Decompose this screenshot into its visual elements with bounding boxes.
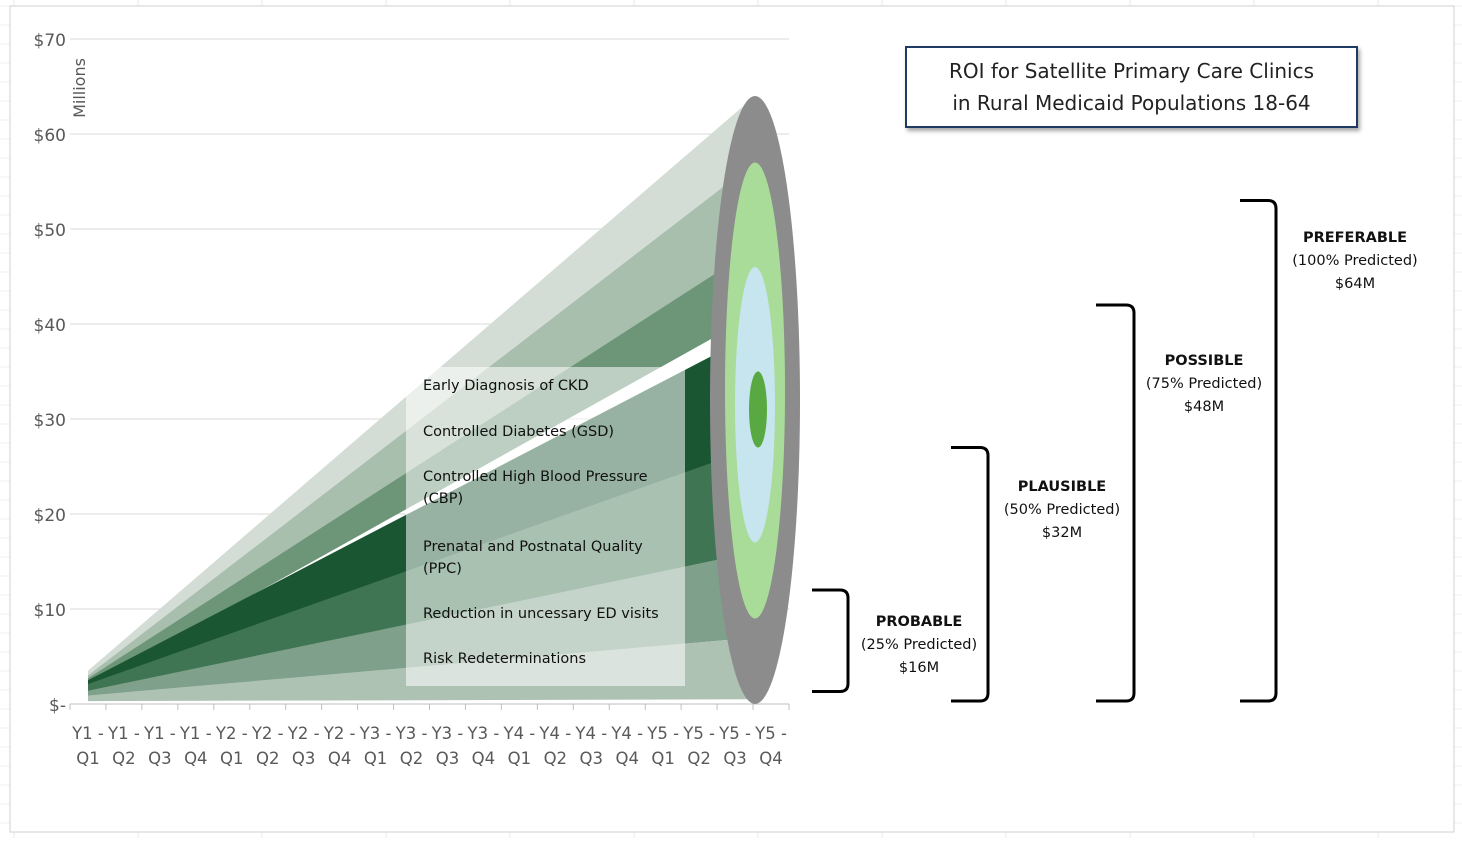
x-tick-label: Q1 [508,749,532,768]
y-tick-label: $10 [34,601,66,621]
x-tick-label: Y2 - [323,724,356,743]
x-tick-label: Y3 - [395,724,428,743]
x-tick-label: Q2 [112,749,136,768]
scenario-name: POSSIBLE [1164,353,1244,369]
x-tick-label: Y3 - [431,724,464,743]
x-tick-label: Y4 - [538,724,571,743]
x-tick-label: Q1 [364,749,388,768]
x-tick-label: Y5 - [682,724,715,743]
scenario-name: PROBABLE [875,614,963,630]
y-tick-label: $- [49,696,66,716]
x-tick-label: Q2 [256,749,280,768]
x-tick-label: Y1 - [143,724,176,743]
x-tick-label: Q3 [148,749,172,768]
x-tick-label: Q3 [292,749,316,768]
scenario-amount: $48M [1183,399,1225,415]
x-tick-label: Q4 [759,749,783,768]
target-ring [749,371,767,448]
scenario-name: PLAUSIBLE [1017,479,1107,495]
legend: Early Diagnosis of CKD Controlled Diabet… [406,367,685,686]
y-tick-label: $30 [34,411,66,431]
chart-title-line-2: in Rural Medicaid Populations 18-64 [952,91,1311,115]
legend-item-ed-visits: Reduction in uncessary ED visits [423,606,659,622]
legend-item-prenatal: Prenatal and Postnatal Quality (PPC) [423,539,643,577]
x-tick-label: Y3 - [359,724,392,743]
x-tick-label: Y2 - [251,724,284,743]
x-tick-label: Q2 [400,749,424,768]
scenario-amount: $32M [1041,525,1083,541]
chart-title: ROI for Satellite Primary Care Clinics i… [905,46,1358,128]
x-tick-label: Y3 - [467,724,500,743]
x-tick-label: Q3 [580,749,604,768]
x-tick-label: Y1 - [71,724,104,743]
scenario-bracket [812,588,850,693]
x-tick-label: Y4 - [574,724,607,743]
y-axis-title: Millions [70,58,89,118]
scenario-percent: (100% Predicted) [1292,253,1418,269]
x-tick-label: Q4 [184,749,208,768]
scenario-bracket [951,446,990,703]
scenario-probable: PROBABLE (25% Predicted) $16M [844,611,994,680]
y-tick-label: $40 [34,316,66,336]
x-tick-label: Q1 [76,749,100,768]
x-tick-label: Y1 - [107,724,140,743]
scenario-percent: (25% Predicted) [860,637,978,653]
legend-item-blood-pressure: Controlled High Blood Pressure (CBP) [423,469,648,507]
scenario-amount: $64M [1334,276,1376,292]
x-tick-label: Y4 - [502,724,535,743]
x-tick-label: Y1 - [179,724,212,743]
scenario-preferable: PREFERABLE (100% Predicted) $64M [1280,227,1430,296]
scenario-possible: POSSIBLE (75% Predicted) $48M [1129,350,1279,419]
x-tick-label: Q3 [436,749,460,768]
scenario-amount: $16M [898,660,940,676]
scenario-bracket [1240,199,1278,703]
x-tick-label: Y2 - [287,724,320,743]
x-tick-label: Q4 [328,749,352,768]
x-tick-label: Y5 - [754,724,787,743]
x-tick-label: Y5 - [646,724,679,743]
x-tick-label: Q1 [220,749,244,768]
x-tick-label: Y2 - [215,724,248,743]
chart-title-line-1: ROI for Satellite Primary Care Clinics [948,59,1315,83]
scenario-plausible: PLAUSIBLE (50% Predicted) $32M [987,476,1137,545]
scenario-name: PREFERABLE [1302,230,1408,246]
x-tick-label: Q4 [472,749,496,768]
y-tick-label: $70 [34,31,66,51]
legend-item-redeterminations: Risk Redeterminations [423,651,587,667]
x-tick-label: Y5 - [718,724,751,743]
x-tick-label: Q2 [544,749,568,768]
y-tick-label: $20 [34,506,66,526]
y-tick-label: $60 [34,126,66,146]
scenario-percent: (50% Predicted) [1003,502,1121,518]
x-tick-label: Q3 [723,749,747,768]
x-tick-label: Q2 [687,749,711,768]
scenario-bracket [1096,303,1136,703]
y-tick-label: $50 [34,221,66,241]
x-tick-label: Q1 [651,749,675,768]
x-tick-label: Q4 [615,749,639,768]
scenario-percent: (75% Predicted) [1145,376,1263,392]
x-tick-label: Y4 - [610,724,643,743]
legend-item-ckd: Early Diagnosis of CKD [423,378,589,394]
legend-item-diabetes: Controlled Diabetes (GSD) [423,424,615,440]
